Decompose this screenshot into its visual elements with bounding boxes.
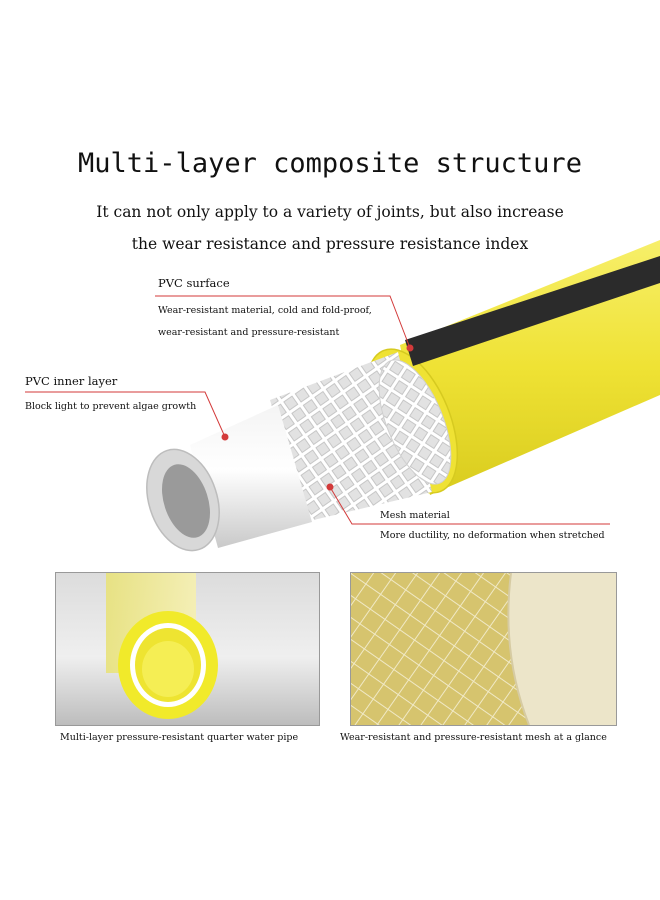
pvc-surface-desc-1: Wear-resistant material, cold and fold-p… <box>158 305 372 316</box>
pvc-surface-desc-2: wear-resistant and pressure-resistant <box>158 327 340 338</box>
pvc-inner-layer <box>146 405 312 552</box>
pvc-inner-desc: Block light to prevent algae growth <box>25 401 197 412</box>
mesh-closeup-image <box>351 573 616 725</box>
pvc-surface-title: PVC surface <box>158 276 230 290</box>
mesh-closeup-photo <box>350 572 617 726</box>
mesh-title: Mesh material <box>380 510 450 521</box>
photo-caption-2: Wear-resistant and pressure-resistant me… <box>340 732 607 743</box>
callout-dots <box>221 344 414 491</box>
hose-structure-diagram <box>25 240 660 552</box>
page-title: Multi-layer composite structure <box>78 148 582 179</box>
callout-lines <box>25 295 610 525</box>
hose-end-image <box>106 573 218 719</box>
pvc-inner-title: PVC inner layer <box>25 374 118 388</box>
photo-caption-1: Multi-layer pressure-resistant quarter w… <box>60 732 299 743</box>
mesh-desc: More ductility, no deformation when stre… <box>380 530 605 541</box>
subtitle-line-2: the wear resistance and pressure resista… <box>131 235 529 253</box>
hose-cross-section-photo <box>55 572 320 726</box>
subtitle-line-1: It can not only apply to a variety of jo… <box>96 203 564 221</box>
mesh-layer <box>270 352 452 522</box>
